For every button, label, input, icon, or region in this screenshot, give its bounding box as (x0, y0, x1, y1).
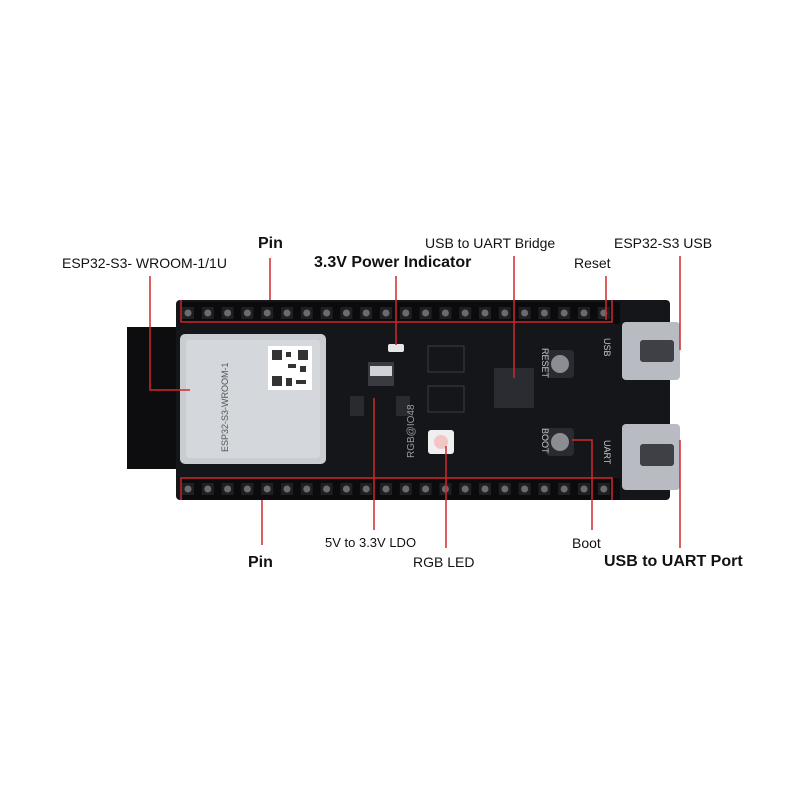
pin-pad (283, 485, 291, 493)
transistor-pad (427, 385, 465, 413)
callout-module (149, 276, 190, 391)
pin-pad (580, 485, 588, 493)
pin-pad (422, 485, 430, 493)
power-led (388, 344, 404, 352)
pin-pad (283, 309, 291, 317)
label-esp32s3-usb: ESP32-S3 USB (614, 235, 713, 251)
usb-port-opening (640, 444, 674, 466)
label-rgb-led: RGB LED (413, 554, 475, 570)
pin-pad (481, 485, 489, 493)
pin-pad (540, 309, 548, 317)
callout-lines (149, 256, 681, 548)
pin-pad (521, 309, 529, 317)
silk-usb: USB (602, 338, 612, 357)
top-pin-row (182, 307, 610, 319)
pin-pad (204, 485, 212, 493)
pin-pad (382, 485, 390, 493)
pin-pad (402, 309, 410, 317)
pin-pad (501, 309, 509, 317)
capacitor (396, 396, 410, 416)
pin-pad (224, 309, 232, 317)
label-pin-top: Pin (258, 235, 283, 252)
rgb-led-lens (434, 435, 448, 449)
pin-pad (243, 485, 251, 493)
label-reset: Reset (574, 255, 611, 271)
silk-uart: UART (602, 440, 612, 465)
pin-pad (422, 309, 430, 317)
transistor-pad (427, 345, 465, 373)
pin-pad (362, 309, 370, 317)
pin-pad (243, 309, 251, 317)
pin-pad (323, 309, 331, 317)
pin-pad (461, 309, 469, 317)
pin-pad (184, 485, 192, 493)
pin-pad (263, 309, 271, 317)
label-module: ESP32-S3- WROOM-1/1U (62, 255, 227, 271)
label-ldo: 5V to 3.3V LDO (325, 535, 417, 550)
pin-pad (461, 485, 469, 493)
bracket-pin-bottom (180, 477, 613, 500)
capacitor (350, 396, 364, 416)
pin-pad (382, 309, 390, 317)
pin-pad (560, 485, 568, 493)
silk-boot: BOOT (540, 428, 550, 454)
label-power-indicator: 3.3V Power Indicator (314, 254, 472, 271)
pin-pad (184, 309, 192, 317)
pin-pad (342, 309, 350, 317)
usb-port-opening (640, 340, 674, 362)
ldo-tab (370, 366, 392, 376)
qr-code (268, 346, 312, 390)
pin-pad (521, 485, 529, 493)
label-pin-bottom: Pin (248, 554, 273, 571)
boot-button-cap[interactable] (551, 433, 569, 451)
pin-pad (600, 485, 608, 493)
label-uart-port: USB to UART Port (604, 553, 743, 570)
pin-pad (204, 309, 212, 317)
pin-pad (560, 309, 568, 317)
label-uart-bridge: USB to UART Bridge (425, 235, 556, 251)
callout-boot (572, 439, 593, 530)
pin-pad (580, 309, 588, 317)
pin-pad (323, 485, 331, 493)
pin-pad (501, 485, 509, 493)
module-marking: ESP32-S3-WROOM-1 (220, 362, 230, 452)
label-boot: Boot (572, 535, 601, 551)
pin-pad (263, 485, 271, 493)
pin-pad (481, 309, 489, 317)
silk-reset: RESET (540, 348, 550, 379)
pin-pad (224, 485, 232, 493)
pin-pad (303, 309, 311, 317)
pin-pad (441, 309, 449, 317)
bottom-pin-row (182, 483, 610, 495)
silk-rgb: RGB@IO48 (406, 404, 417, 458)
pin-pad (362, 485, 370, 493)
pin-pad (342, 485, 350, 493)
pin-pad (303, 485, 311, 493)
pin-pad (402, 485, 410, 493)
pin-pad (540, 485, 548, 493)
reset-button-cap[interactable] (551, 355, 569, 373)
